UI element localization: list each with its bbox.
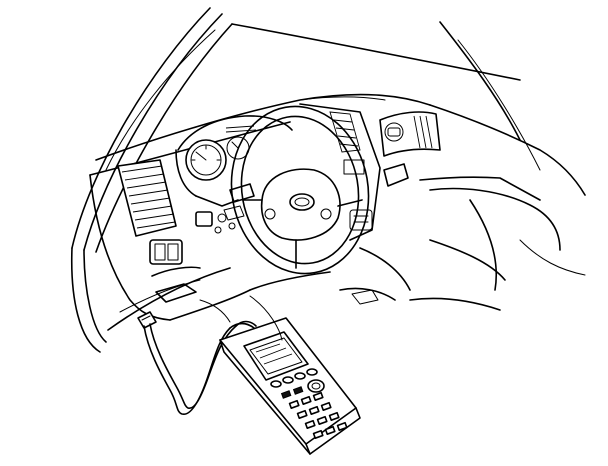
left-air-vent <box>117 159 177 237</box>
horn-emblem <box>289 193 315 211</box>
scan-tool <box>219 317 361 455</box>
windshield-frame <box>231 21 541 171</box>
a-pillar <box>70 7 233 353</box>
steering-wheel <box>223 105 370 275</box>
right-dash <box>379 111 586 311</box>
scan-tool-keypad <box>270 368 348 439</box>
scan-tool-screen <box>243 331 309 381</box>
instrument-cluster <box>175 115 293 207</box>
lower-left-controls <box>195 211 236 234</box>
dlc-connector <box>137 311 157 329</box>
left-switch-panel <box>149 239 201 303</box>
scan-tool-cable <box>143 320 257 415</box>
floor-lines <box>199 295 283 341</box>
